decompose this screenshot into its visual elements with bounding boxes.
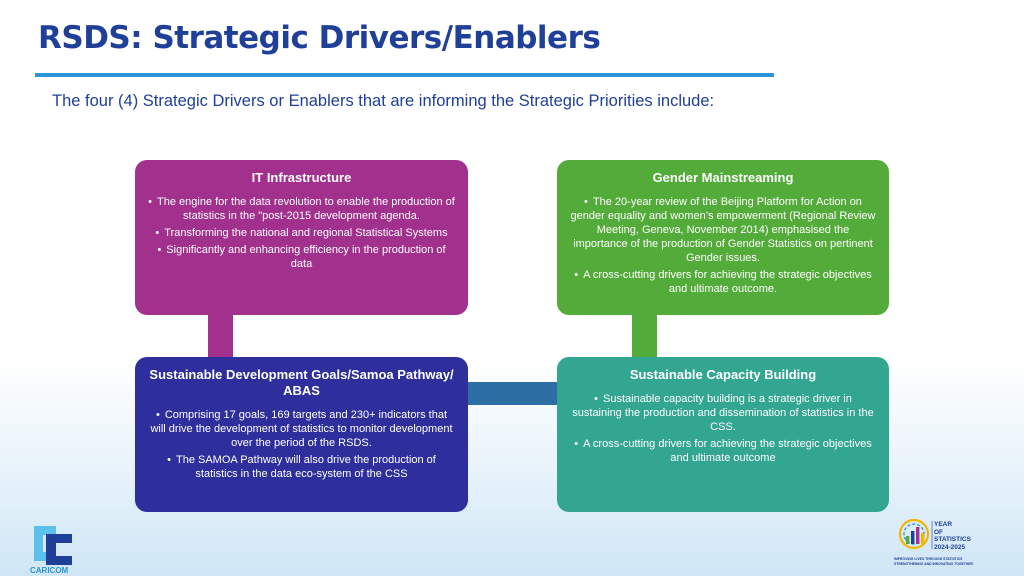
bullet-item: •Comprising 17 goals, 169 targets and 23… — [150, 409, 453, 449]
year-of-statistics-text: YEAR OF STATISTICS 2024-2025 — [934, 521, 971, 551]
bullet-item: •Significantly and enhancing efficiency … — [157, 244, 446, 270]
box-title: IT Infrastructure — [251, 170, 352, 185]
bullet-item: •A cross-cutting drivers for achieving t… — [574, 269, 872, 295]
year-of-statistics-logo-icon — [898, 518, 933, 550]
page-title: RSDS: Strategic Drivers/Enablers — [38, 20, 601, 56]
bullet-item: •A cross-cutting drivers for achieving t… — [574, 438, 872, 464]
bullet-item: •Transforming the national and regional … — [155, 227, 448, 239]
it-infrastructure-box: IT Infrastructure •The engine for the da… — [135, 160, 468, 315]
box-title: Sustainable Development Goals/Samoa Path… — [149, 367, 454, 398]
bullet-item: •The 20-year review of the Beijing Platf… — [570, 196, 876, 264]
gender-mainstreaming-box: Gender Mainstreaming •The 20-year review… — [557, 160, 889, 315]
capacity-building-box: Sustainable Capacity Building •Sustainab… — [557, 357, 889, 512]
bullet-list: •Comprising 17 goals, 169 targets and 23… — [147, 408, 456, 481]
caricom-logo-icon — [34, 526, 72, 565]
bullet-item: •The SAMOA Pathway will also drive the p… — [167, 454, 436, 480]
sdg-samoa-box: Sustainable Development Goals/Samoa Path… — [135, 357, 468, 512]
connector-sdg-to-capacity — [468, 382, 557, 405]
year-of-statistics-tagline: IMPROVING LIVES THROUGH STATISTICS STREN… — [894, 557, 973, 566]
bullet-item: •Sustainable capacity building is a stra… — [572, 393, 874, 433]
box-title: Gender Mainstreaming — [652, 170, 794, 185]
bullet-item: •The engine for the data revolution to e… — [148, 196, 455, 222]
connector-it-to-sdg — [208, 315, 233, 357]
bullet-list: •The 20-year review of the Beijing Platf… — [569, 195, 877, 296]
bullet-list: •The engine for the data revolution to e… — [147, 195, 456, 271]
caricom-logo-text: CARICOM — [30, 566, 69, 575]
page-subtitle: The four (4) Strategic Drivers or Enable… — [52, 92, 715, 110]
title-underline — [35, 73, 774, 77]
box-title: Sustainable Capacity Building — [629, 367, 817, 382]
bullet-list: •Sustainable capacity building is a stra… — [569, 392, 877, 465]
connector-gender-to-capacity — [632, 315, 657, 357]
